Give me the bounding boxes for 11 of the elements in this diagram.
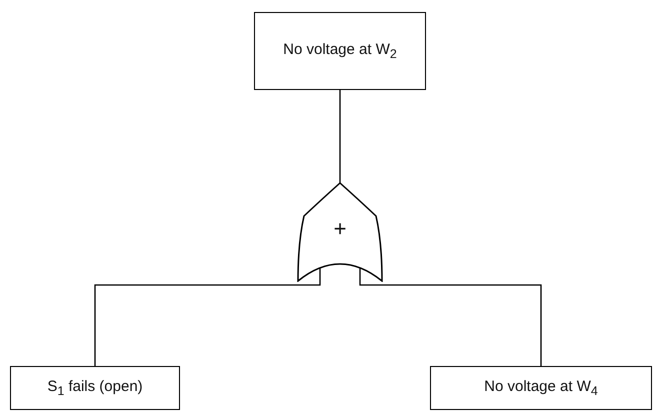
connector-line	[339, 90, 341, 183]
event-box	[430, 366, 652, 410]
event-label: No voltage at W$_{2}$	[283, 41, 397, 61]
connector-line	[359, 267, 542, 366]
event-box	[10, 366, 180, 410]
connector-line	[94, 267, 321, 366]
event-box	[254, 12, 426, 90]
event-label: S$_{1}$ fails (open)	[47, 378, 143, 398]
or-gate	[297, 182, 383, 282]
gate-symbol: +	[332, 216, 348, 242]
event-label: No voltage at W$_{4}$	[484, 378, 598, 398]
